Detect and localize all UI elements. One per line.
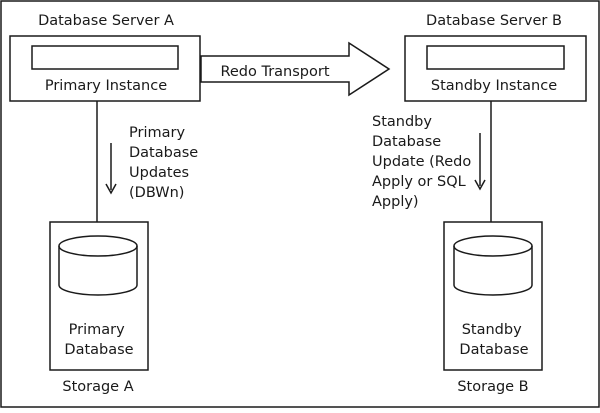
redo-transport-label: Redo Transport xyxy=(220,64,329,80)
primary-instance-inner-box xyxy=(31,45,179,70)
storage-b-label: Storage B xyxy=(457,379,528,395)
standby-update-arrow-head xyxy=(474,179,486,191)
standby-database-cylinder-icon xyxy=(453,235,533,296)
server-a-box xyxy=(9,35,201,102)
standby-database-line-2: Database xyxy=(459,342,528,358)
standby-instance-label: Standby Instance xyxy=(431,78,557,94)
storage-b-box xyxy=(443,221,543,371)
primary-database-label: Primary Database xyxy=(64,322,133,358)
standby-update-line-3: Update (Redo xyxy=(372,154,471,170)
primary-database-cylinder-icon xyxy=(58,235,138,296)
standby-update-line-4: Apply or SQL xyxy=(372,174,466,190)
storage-a-box xyxy=(49,221,149,371)
standby-update-line-5: Apply) xyxy=(372,194,419,210)
primary-database-line-1: Primary xyxy=(69,322,125,338)
primary-instance-label: Primary Instance xyxy=(45,78,167,94)
server-a-title: Database Server A xyxy=(38,13,174,29)
primary-update-line-3: Updates xyxy=(129,165,189,181)
redo-transport-arrow xyxy=(200,41,391,97)
standby-instance-inner-box xyxy=(426,45,565,70)
primary-update-line-4: (DBWn) xyxy=(129,185,184,201)
standby-database-line-1: Standby xyxy=(462,322,522,338)
server-b-box xyxy=(404,35,587,102)
server-b-title: Database Server B xyxy=(426,13,562,29)
standby-update-line-1: Standby xyxy=(372,114,432,130)
standby-update-label: Standby Database Update (Redo Apply or S… xyxy=(372,114,476,210)
standby-database-label: Standby Database xyxy=(459,322,528,358)
standby-update-line-2: Database xyxy=(372,134,441,150)
primary-update-line-2: Database xyxy=(129,145,198,161)
primary-update-label: Primary Database Updates (DBWn) xyxy=(129,125,203,201)
primary-database-line-2: Database xyxy=(64,342,133,358)
storage-a-label: Storage A xyxy=(62,379,133,395)
primary-update-arrow-head xyxy=(105,183,117,195)
primary-update-line-1: Primary xyxy=(129,125,185,141)
